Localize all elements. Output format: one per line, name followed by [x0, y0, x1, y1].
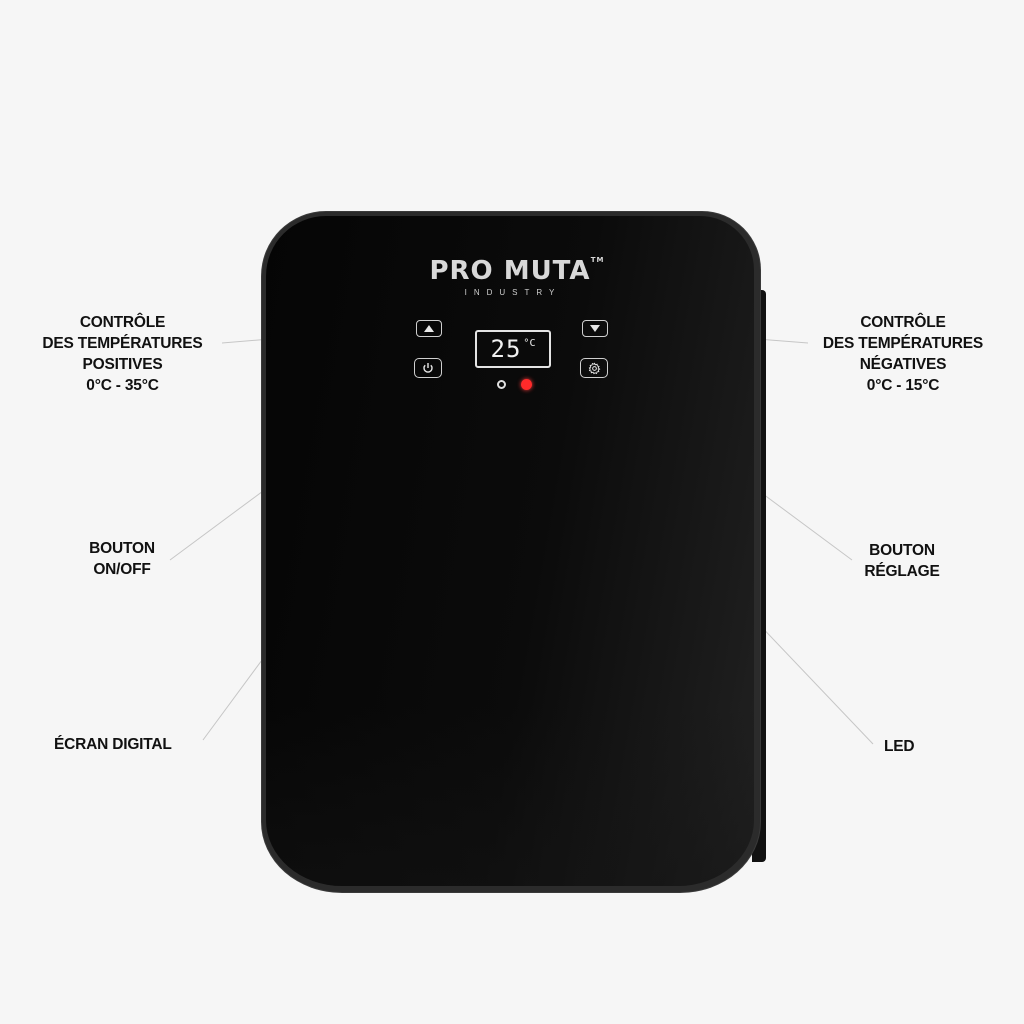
brand-name: PRO MUTA TM	[429, 256, 605, 286]
gear-icon	[588, 362, 600, 374]
label-settings-button: BOUTON RÉGLAGE	[864, 542, 940, 580]
triangle-down-icon	[590, 325, 600, 332]
power-button[interactable]	[414, 358, 442, 378]
brand-logo: PRO MUTA TM INDUSTRY	[266, 256, 754, 297]
triangle-up-icon	[424, 325, 434, 332]
status-led-off	[497, 380, 506, 389]
display-temperature: 25	[490, 335, 522, 363]
temperature-down-button[interactable]	[582, 320, 608, 337]
status-led-red	[521, 379, 532, 390]
brand-subtitle: INDUSTRY	[464, 288, 562, 297]
digital-display: 25 °C	[475, 330, 551, 368]
label-on-off-button: BOUTON ON/OFF	[89, 540, 155, 578]
label-positive-temperature-control: CONTRÔLE DES TEMPÉRATURES POSITIVES 0°C …	[42, 314, 203, 394]
label-negative-temperature-control: CONTRÔLE DES TEMPÉRATURES NÉGATIVES 0°C …	[822, 314, 984, 394]
device-front-panel: PRO MUTA TM INDUSTRY	[266, 216, 754, 886]
temperature-up-button[interactable]	[416, 320, 442, 337]
power-icon	[423, 363, 433, 373]
trademark-mark: TM	[590, 256, 605, 264]
display-unit: °C	[523, 338, 536, 349]
device-body: PRO MUTA TM INDUSTRY	[262, 212, 760, 892]
label-digital-screen: ÉCRAN DIGITAL	[54, 736, 172, 753]
label-led: LED	[884, 738, 915, 755]
settings-button[interactable]	[580, 358, 608, 378]
